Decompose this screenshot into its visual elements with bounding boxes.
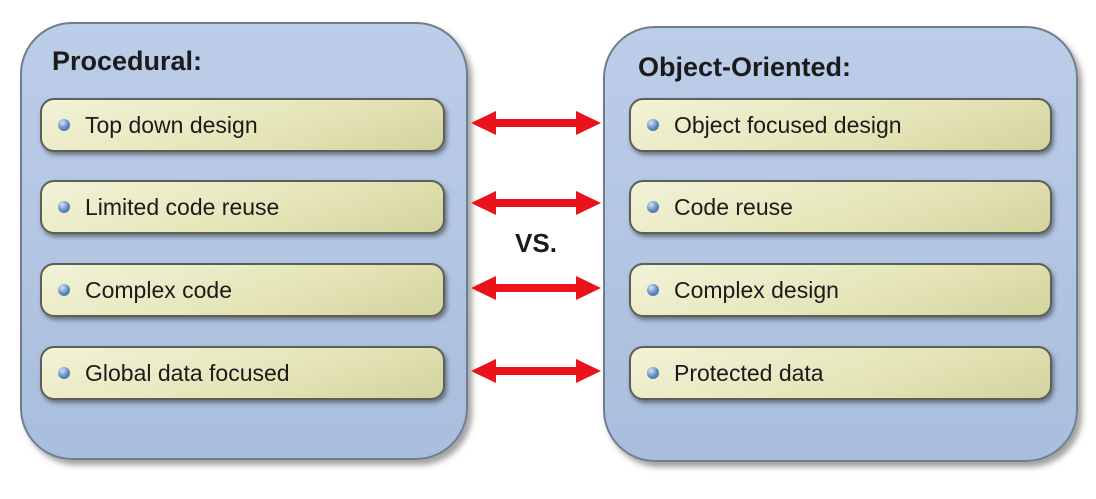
vs-label: VS. (515, 228, 557, 258)
bullet-icon (58, 284, 70, 296)
list-item-label: Limited code reuse (85, 193, 280, 220)
bullet-icon (58, 119, 70, 131)
bullet-icon (647, 201, 659, 213)
double-arrow-icon (471, 359, 601, 383)
bullet-icon (647, 367, 659, 379)
list-item: Global data focused (40, 346, 445, 400)
list-item: Protected data (629, 346, 1052, 400)
list-item-label: Code reuse (674, 193, 793, 220)
object-oriented-panel: Object-Oriented: Object focused design C… (603, 26, 1078, 462)
list-item: Code reuse (629, 180, 1052, 234)
list-item-label: Top down design (85, 111, 258, 138)
object-oriented-panel-title: Object-Oriented: (638, 52, 852, 82)
list-item-label: Object focused design (674, 111, 902, 138)
procedural-panel-title: Procedural: (52, 46, 203, 76)
arrow-shaft (496, 119, 576, 127)
arrow-shaft (496, 284, 576, 292)
bullet-icon (58, 201, 70, 213)
list-item: Top down design (40, 98, 445, 152)
bullet-icon (647, 284, 659, 296)
list-item-label: Complex code (85, 276, 233, 303)
double-arrow-icon (471, 191, 601, 215)
arrow-shaft (496, 367, 576, 375)
bullet-icon (58, 367, 70, 379)
list-item: Complex design (629, 263, 1052, 317)
list-item-label: Global data focused (85, 359, 290, 386)
arrow-shaft (496, 199, 576, 207)
list-item: Limited code reuse (40, 180, 445, 234)
list-item: Complex code (40, 263, 445, 317)
double-arrow-icon (471, 276, 601, 300)
procedural-panel: Procedural: Top down design Limited code… (20, 22, 468, 460)
double-arrow-icon (471, 111, 601, 135)
list-item-label: Protected data (674, 359, 824, 386)
list-item-label: Complex design (674, 276, 839, 303)
list-item: Object focused design (629, 98, 1052, 152)
bullet-icon (647, 119, 659, 131)
